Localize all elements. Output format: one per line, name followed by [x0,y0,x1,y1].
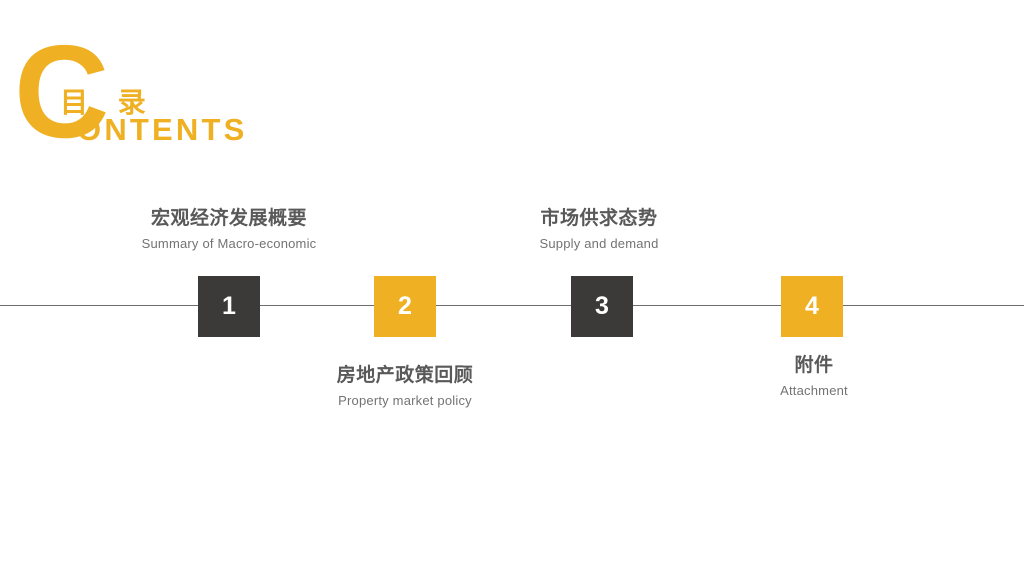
logo-english-title: ONTENTS [77,112,248,147]
logo-chinese-title: 目 录 [60,86,156,119]
timeline-node-2[interactable]: 2 [374,276,436,337]
timeline-label-4[interactable]: 附件 Attachment [714,353,914,401]
timeline-axis [0,305,1024,306]
timeline-label-3[interactable]: 市场供求态势 Supply and demand [499,206,699,254]
timeline-label-2-title-cn: 房地产政策回顾 [336,364,474,386]
timeline-label-3-title-en: Supply and demand [539,235,659,251]
timeline-node-4-number: 4 [805,292,819,320]
timeline-node-1[interactable]: 1 [198,276,260,337]
contents-logo: C 目 录 ONTENTS [14,26,314,158]
timeline-label-1[interactable]: 宏观经济发展概要 Summary of Macro-economic [129,206,329,254]
timeline-label-3-title-cn: 市场供求态势 [540,207,658,229]
timeline-label-2-title-en: Property market policy [338,392,472,408]
timeline-node-1-number: 1 [222,292,236,320]
timeline-node-3-number: 3 [595,292,609,320]
timeline-label-4-title-cn: 附件 [794,354,834,376]
timeline-node-4[interactable]: 4 [781,276,843,337]
logo-letter-c: C [14,18,110,165]
timeline-label-4-title-en: Attachment [780,382,848,398]
timeline-label-2[interactable]: 房地产政策回顾 Property market policy [305,363,505,411]
timeline-node-2-number: 2 [398,292,412,320]
timeline-label-1-title-cn: 宏观经济发展概要 [150,207,307,229]
timeline-node-3[interactable]: 3 [571,276,633,337]
timeline-label-1-title-en: Summary of Macro-economic [141,235,317,251]
